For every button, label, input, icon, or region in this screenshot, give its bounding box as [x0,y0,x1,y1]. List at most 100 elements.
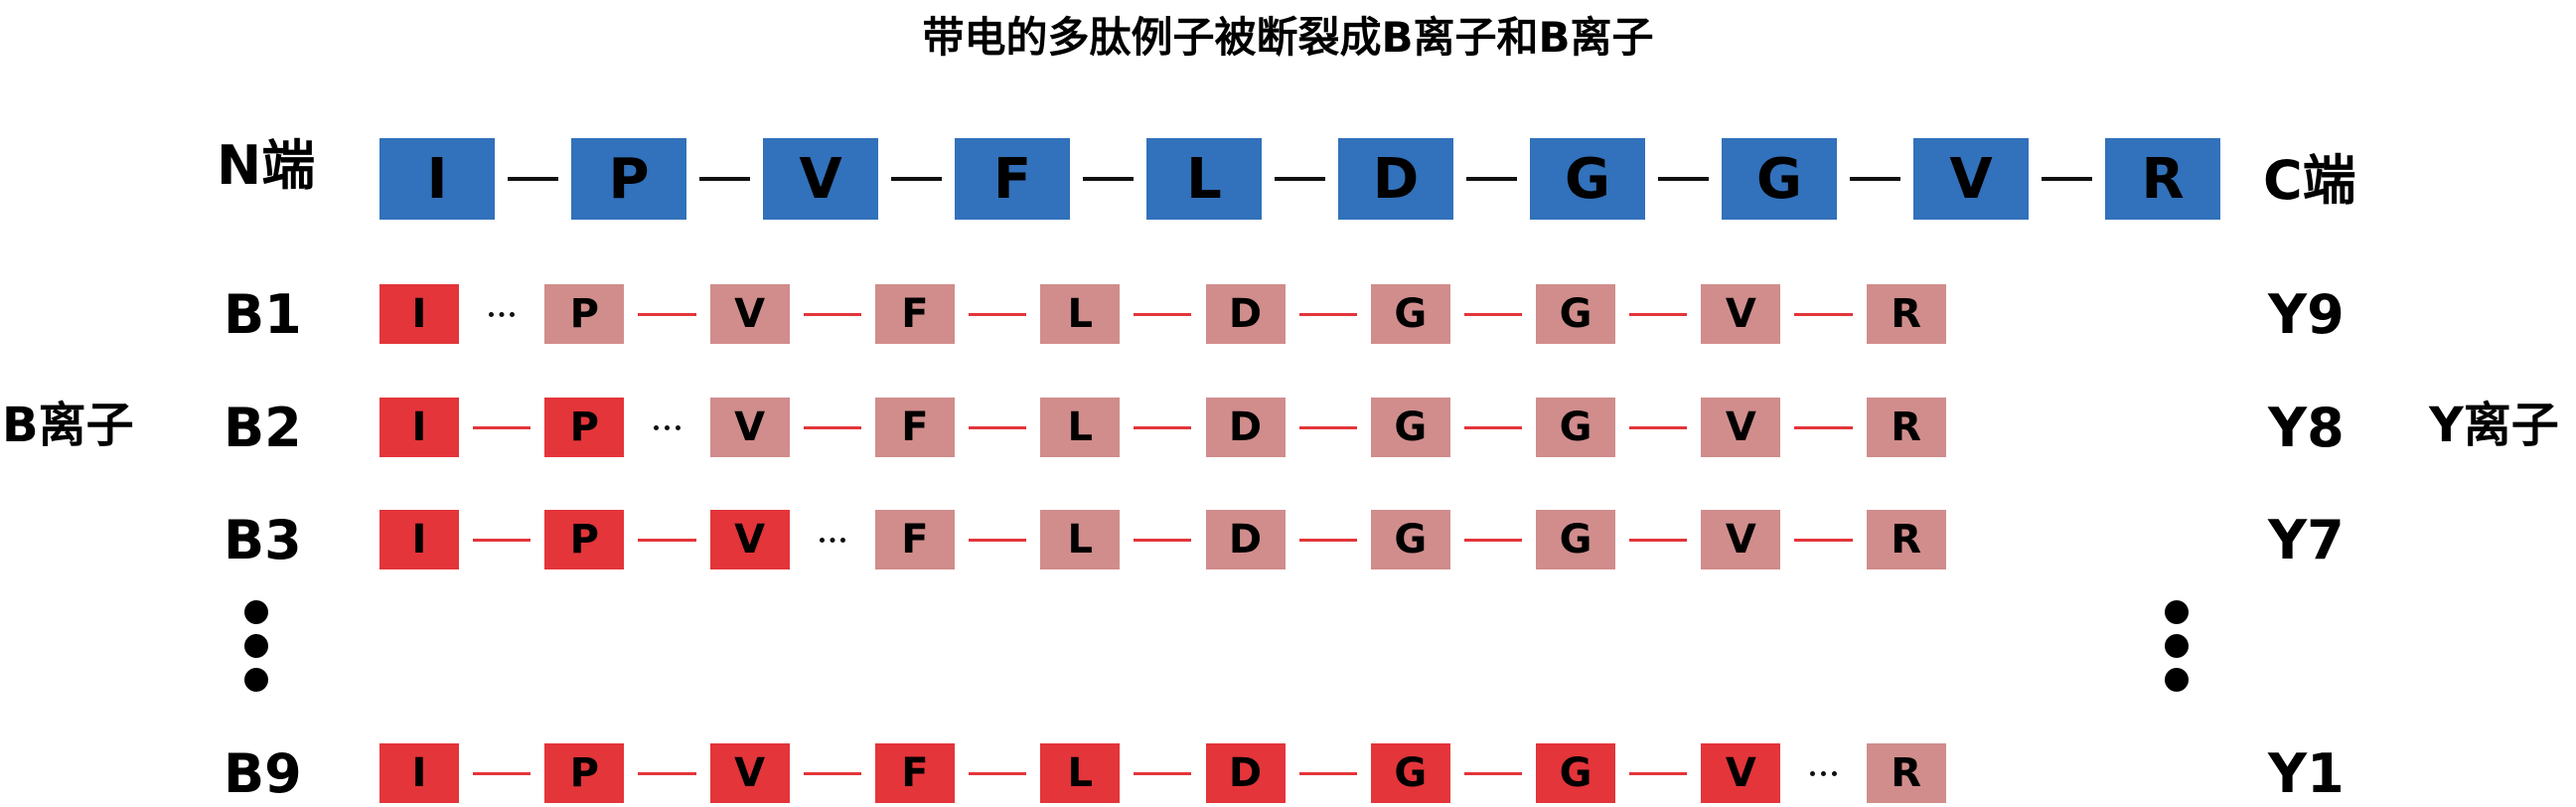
y-ion-residue: D [1205,510,1286,569]
y-ion-residue: G [1536,398,1616,457]
b-fragment-label: B2 [224,397,302,459]
y-fragment-label: Y7 [2268,509,2345,571]
cleavage-site [489,312,516,317]
b-ion-residue: I [379,743,459,803]
residue-box: P [571,138,686,220]
peptide-bond [1298,426,1357,429]
residue-box: V [1913,138,2029,220]
b-ellipsis-dot [244,634,268,658]
peptide-bond [1134,772,1192,775]
residue-box: G [1530,138,1645,220]
peptide-bond [1134,539,1192,542]
peptide-bond [803,426,861,429]
peptide-bond [1629,426,1688,429]
b-ion-residue: V [709,743,790,803]
y-ion-residue: G [1536,284,1616,344]
peptide-bond [803,772,861,775]
peptide-bond [1794,539,1853,542]
peptide-bond [699,177,750,181]
peptide-bond [1463,313,1523,316]
peptide-bond [1629,539,1688,542]
peptide-bond [1794,313,1853,316]
diagram-title: 带电的多肽例子被断裂成B离子和B离子 [922,13,1654,62]
y-ion-residue: F [874,510,955,569]
peptide-bond [1850,177,1900,181]
b-ellipsis-dot [244,668,268,692]
y-ion-residue: V [1701,510,1781,569]
peptide-bond [968,426,1027,429]
peptide-bond [1298,772,1357,775]
b-ion-residue: P [544,510,625,569]
y-fragment-label: Y8 [2268,397,2345,459]
y-ion-residue: R [1866,284,1946,344]
peptide-bond [968,539,1027,542]
peptide-bond [638,539,696,542]
b-fragment-label: B3 [224,509,302,571]
y-ellipsis-dot [2165,668,2189,692]
y-ion-residue: G [1536,510,1616,569]
peptide-bond [1629,313,1688,316]
b-ion-residue: I [379,510,459,569]
peptide-bond [1275,177,1325,181]
y-ion-residue: V [1701,284,1781,344]
c-terminus-label: C端 [2263,149,2356,212]
peptide-bond [1134,313,1192,316]
peptide-bond [638,772,696,775]
b-ion-residue: I [379,398,459,457]
peptide-bond [1463,539,1523,542]
y-ion-residue: L [1040,398,1121,457]
y-ion-residue: L [1040,510,1121,569]
n-terminus-label: N端 [217,134,316,197]
residue-box: D [1338,138,1453,220]
peptide-bond [1134,426,1192,429]
peptide-bond [968,313,1027,316]
y-ion-residue: G [1370,398,1450,457]
residue-box: F [955,138,1070,220]
residue-box: R [2105,138,2220,220]
b-ion-residue: F [874,743,955,803]
cleavage-site [1810,771,1837,776]
y-ion-residue: F [874,398,955,457]
y-ion-residue: R [1866,743,1946,803]
peptide-bond [473,772,531,775]
peptide-bond [638,313,696,316]
y-ion-residue: R [1866,398,1946,457]
y-ion-residue: V [709,398,790,457]
b-ion-residue: D [1205,743,1286,803]
peptide-bond [1658,177,1709,181]
peptide-bond [1463,772,1523,775]
residue-box: L [1146,138,1262,220]
y-ion-residue: F [874,284,955,344]
cleavage-site [819,538,845,543]
peptide-bond [1629,772,1688,775]
y-ellipsis-dot [2165,634,2189,658]
peptide-bond [803,313,861,316]
y-ion-residue: G [1370,510,1450,569]
b-ion-residue: L [1040,743,1121,803]
peptide-bond [1463,426,1523,429]
y-ion-residue: R [1866,510,1946,569]
y-ion-label: Y离子 [2429,398,2559,453]
b-fragment-label: B9 [224,742,302,805]
peptide-bond [1794,426,1853,429]
peptide-bond [968,772,1027,775]
b-fragment-label: B1 [224,283,302,346]
b-ion-residue: P [544,743,625,803]
y-ion-residue: L [1040,284,1121,344]
peptide-bond [891,177,942,181]
y-ion-residue: D [1205,284,1286,344]
b-ion-residue: G [1536,743,1616,803]
peptide-bond [508,177,558,181]
y-ion-residue: P [544,284,625,344]
y-fragment-label: Y1 [2268,742,2345,805]
peptide-bond [1298,313,1357,316]
y-ion-residue: D [1205,398,1286,457]
b-ion-residue: V [709,510,790,569]
residue-box: I [379,138,495,220]
y-ion-residue: V [709,284,790,344]
b-ion-residue: P [544,398,625,457]
b-ion-label: B离子 [2,398,134,453]
b-ion-residue: I [379,284,459,344]
y-ellipsis-dot [2165,600,2189,624]
b-ellipsis-dot [244,600,268,624]
